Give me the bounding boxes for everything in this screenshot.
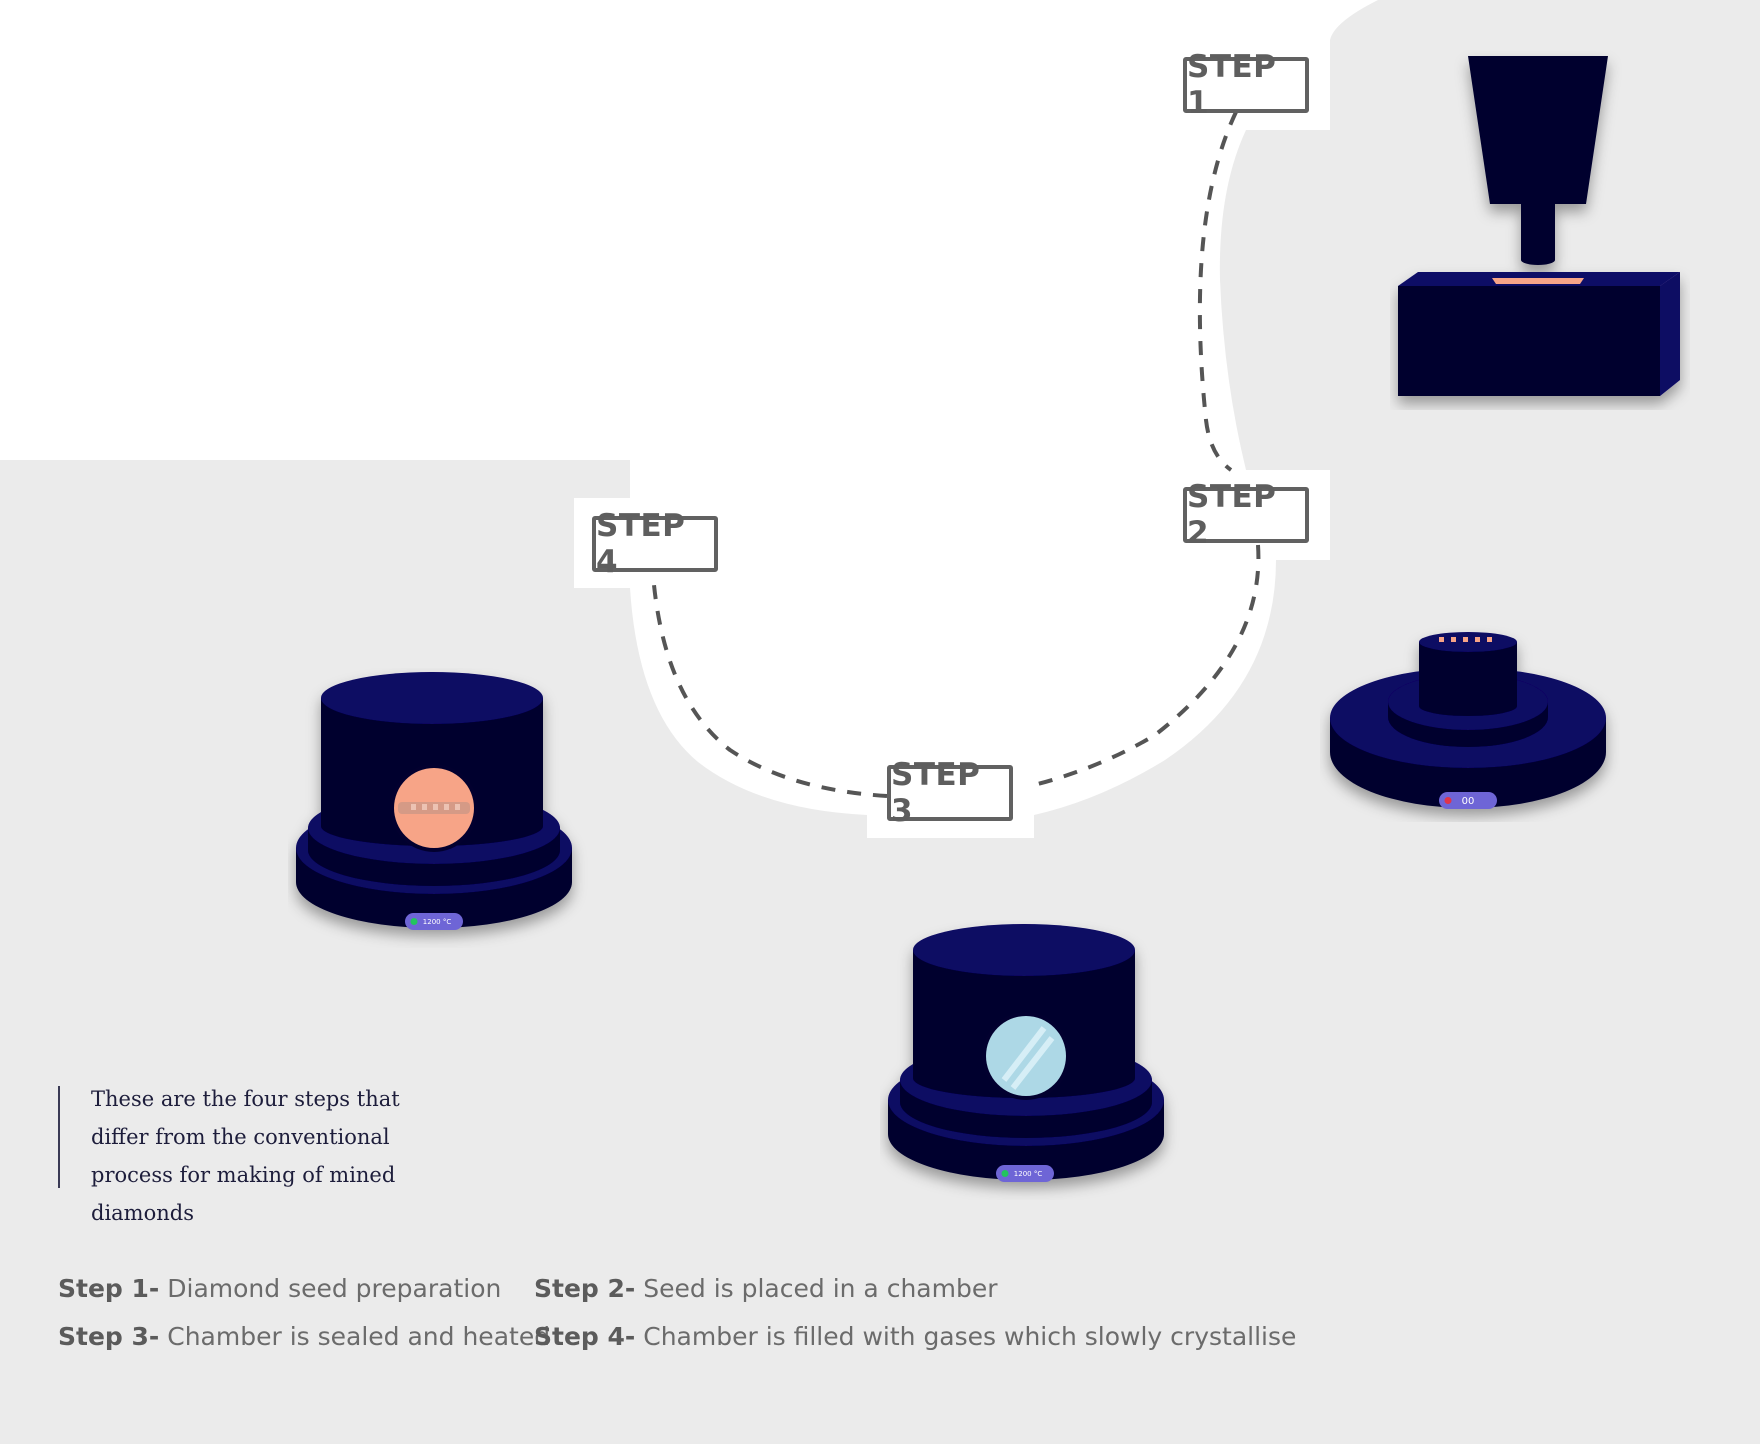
legend-step-4-text: Chamber is filled with gases which slowl… [643,1322,1297,1351]
crystal-growth-chamber: 1200 °C [296,672,572,930]
temperature-display [996,1165,1054,1182]
white-panel [0,0,1378,838]
status-light-green [1001,1170,1009,1177]
seed-plate [1492,278,1584,284]
dashed-connector-3 [652,584,888,798]
legend-step-1: Step 1- Diamond seed preparation [58,1274,501,1303]
step-4-label: STEP 4 [592,508,718,580]
legend-step-1-prefix: Step 1- [58,1274,160,1303]
status-light-green [410,918,418,925]
legend-step-2-text: Seed is placed in a chamber [643,1274,998,1303]
counter-value: 00 [1462,796,1475,807]
legend-step-4: Step 4- Chamber is filled with gases whi… [534,1322,1296,1351]
glass-reflection [1001,1026,1055,1090]
legend-step-4-prefix: Step 4- [534,1322,636,1351]
legend-step-3-text: Chamber is sealed and heated [167,1322,551,1351]
status-light-red [1444,797,1452,804]
step-1-label: STEP 1 [1183,49,1309,121]
temperature-display [405,913,463,930]
counter-display [1439,792,1497,809]
temperature-value: 1200 °C [423,918,452,926]
legend-step-3-prefix: Step 3- [58,1322,160,1351]
sealed-heated-chamber: 1200 °C [888,924,1164,1182]
legend-step-2-prefix: Step 2- [534,1274,636,1303]
legend-step-3: Step 3- Chamber is sealed and heated [58,1322,550,1351]
step-3-label: STEP 3 [887,757,1013,829]
temperature-value: 1200 °C [1014,1170,1043,1178]
legend-step-1-text: Diamond seed preparation [167,1274,502,1303]
legend-step-2: Step 2- Seed is placed in a chamber [534,1274,998,1303]
intro-quote: These are the four steps that differ fro… [58,1086,458,1225]
dashed-connector [1197,111,1238,472]
intro-text: These are the four steps that differ fro… [91,1087,400,1225]
dashed-connector-2 [1033,544,1261,787]
indicator-lights [1439,637,1492,642]
seed-chamber-machine: 00 [1330,632,1606,809]
step-2-label: STEP 2 [1183,479,1309,551]
seed-preparation-machine [1398,56,1680,396]
